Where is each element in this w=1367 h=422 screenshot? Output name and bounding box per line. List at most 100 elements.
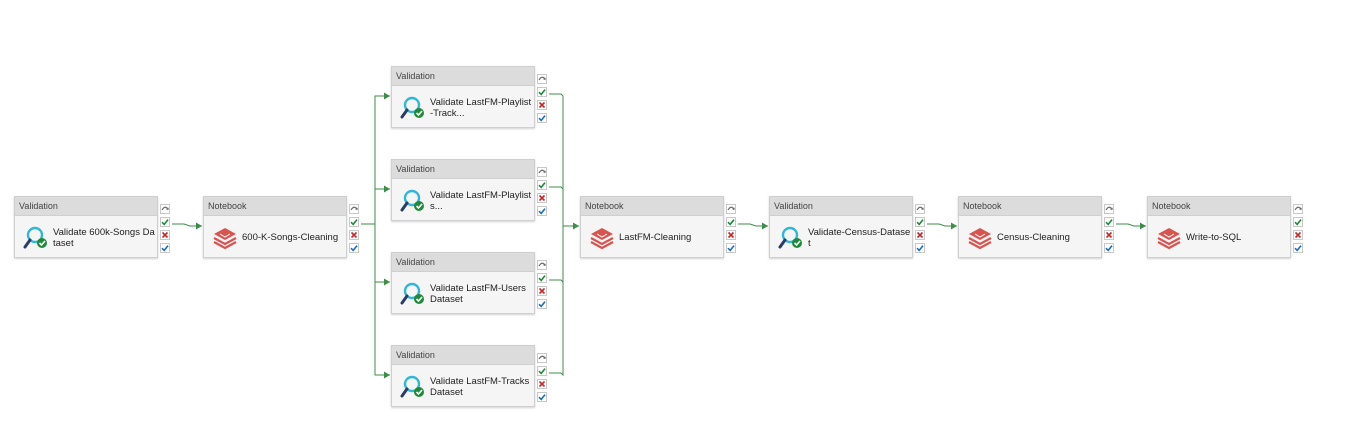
completion-icon[interactable] bbox=[1104, 243, 1114, 253]
connector-arrowhead bbox=[951, 222, 957, 230]
completion-icon[interactable] bbox=[349, 243, 359, 253]
success-icon[interactable] bbox=[1104, 217, 1114, 227]
connector-arrowhead bbox=[762, 222, 768, 230]
connector-arrowhead bbox=[1140, 222, 1146, 230]
success-icon[interactable] bbox=[349, 217, 359, 227]
success-icon[interactable] bbox=[537, 366, 547, 376]
activity-name: LastFM-Cleaning bbox=[619, 232, 692, 243]
validation-icon bbox=[778, 225, 804, 251]
failure-icon[interactable] bbox=[726, 230, 736, 240]
failure-icon[interactable] bbox=[160, 230, 170, 240]
connector-arrowhead bbox=[384, 371, 390, 379]
success-icon[interactable] bbox=[537, 180, 547, 190]
activity-type-label: Notebook bbox=[581, 197, 723, 216]
notebook-icon bbox=[589, 225, 615, 251]
success-icon[interactable] bbox=[537, 87, 547, 97]
notebook-icon bbox=[967, 225, 993, 251]
activity-type-label: Notebook bbox=[1148, 197, 1290, 216]
failure-icon[interactable] bbox=[537, 193, 547, 203]
failure-icon[interactable] bbox=[537, 286, 547, 296]
failure-icon[interactable] bbox=[537, 379, 547, 389]
completion-icon[interactable] bbox=[915, 243, 925, 253]
failure-icon[interactable] bbox=[349, 230, 359, 240]
completion-icon[interactable] bbox=[160, 243, 170, 253]
activity-name: Census-Cleaning bbox=[997, 232, 1070, 243]
validation-icon bbox=[23, 225, 49, 251]
skip-icon[interactable] bbox=[537, 167, 547, 177]
success-icon[interactable] bbox=[537, 273, 547, 283]
activity-name: Validate LastFM-Tracks Dataset bbox=[430, 375, 530, 398]
validation-icon bbox=[400, 95, 426, 121]
connector-line bbox=[374, 224, 390, 283]
activity-name: 600-K-Songs-Cleaning bbox=[242, 232, 339, 243]
completion-icon[interactable] bbox=[537, 299, 547, 309]
activity-output-ports bbox=[1293, 204, 1305, 256]
skip-icon[interactable] bbox=[160, 204, 170, 214]
activity-name: Validate 600k-Songs Dataset bbox=[53, 226, 155, 249]
activity-output-ports bbox=[537, 74, 549, 126]
success-icon[interactable] bbox=[726, 217, 736, 227]
activity-output-ports bbox=[1104, 204, 1116, 256]
activity-name: Validate-Census-Dataset bbox=[808, 226, 911, 249]
failure-icon[interactable] bbox=[915, 230, 925, 240]
skip-icon[interactable] bbox=[1293, 204, 1303, 214]
skip-icon[interactable] bbox=[915, 204, 925, 214]
connector-line bbox=[549, 186, 564, 226]
failure-icon[interactable] bbox=[1104, 230, 1114, 240]
activity-type-label: Validation bbox=[392, 67, 534, 86]
success-icon[interactable] bbox=[915, 217, 925, 227]
activity-type-label: Validation bbox=[392, 346, 534, 365]
skip-icon[interactable] bbox=[1104, 204, 1114, 214]
completion-icon[interactable] bbox=[1293, 243, 1303, 253]
success-icon[interactable] bbox=[1293, 217, 1303, 227]
activity-output-ports bbox=[915, 204, 927, 256]
notebook-icon bbox=[1156, 225, 1182, 251]
activity-type-label: Validation bbox=[392, 253, 534, 272]
activity-output-ports bbox=[160, 204, 172, 256]
connector-arrowhead bbox=[384, 278, 390, 286]
failure-icon[interactable] bbox=[537, 100, 547, 110]
success-icon[interactable] bbox=[160, 217, 170, 227]
activity-name: Validate LastFM-Playlist-Track... bbox=[430, 96, 532, 119]
skip-icon[interactable] bbox=[726, 204, 736, 214]
completion-icon[interactable] bbox=[726, 243, 736, 253]
skip-icon[interactable] bbox=[349, 204, 359, 214]
failure-icon[interactable] bbox=[1293, 230, 1303, 240]
activity-name: Validate LastFM-Users Dataset bbox=[430, 282, 526, 305]
skip-icon[interactable] bbox=[537, 74, 547, 84]
connector-line bbox=[374, 188, 390, 224]
activity-output-ports bbox=[349, 204, 361, 256]
validation-icon bbox=[400, 188, 426, 214]
connector-arrowhead bbox=[384, 92, 390, 100]
activity-type-label: Validation bbox=[392, 160, 534, 179]
connector-arrowhead bbox=[573, 222, 579, 230]
completion-icon[interactable] bbox=[537, 206, 547, 216]
skip-icon[interactable] bbox=[537, 260, 547, 270]
skip-icon[interactable] bbox=[537, 353, 547, 363]
connector-arrowhead bbox=[384, 185, 390, 193]
completion-icon[interactable] bbox=[537, 392, 547, 402]
completion-icon[interactable] bbox=[537, 113, 547, 123]
